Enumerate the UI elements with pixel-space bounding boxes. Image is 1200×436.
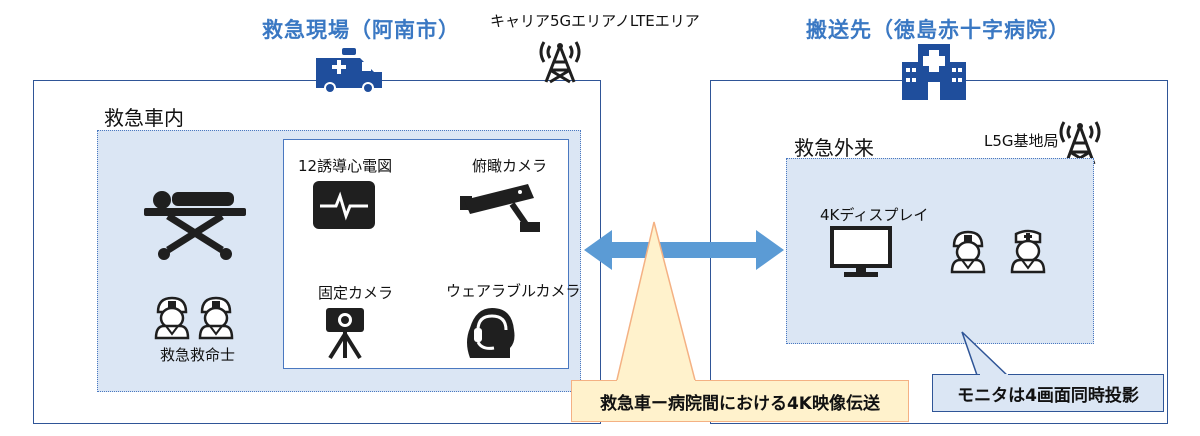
- ecg-monitor-icon: [312, 180, 376, 230]
- birdseye-camera-label: 俯瞰カメラ: [472, 157, 548, 175]
- transmission-callout-pointer: [570, 220, 760, 390]
- nurse-icon: [1008, 228, 1048, 274]
- outpatient-label: 救急外来: [794, 136, 874, 160]
- ambulance-interior-label: 救急車内: [104, 106, 184, 130]
- ecg-label: 12誘導心電図: [298, 157, 393, 175]
- paramedic-icon: [196, 296, 236, 340]
- wearable-camera-label: ウェアラブルカメラ: [446, 282, 581, 300]
- emergency-site-title: 救急現場（阿南市）: [262, 18, 460, 42]
- double-arrow-icon: [582, 228, 786, 272]
- transmission-callout-text: 救急車ー病院間における4K映像伝送: [599, 393, 880, 414]
- transmission-callout: 救急車ー病院間における4K映像伝送: [571, 380, 909, 422]
- hospital-icon: [900, 44, 968, 100]
- 4k-display-label: 4Kディスプレイ: [820, 206, 929, 224]
- fixed-camera-label: 固定カメラ: [318, 284, 394, 302]
- monitor-callout: モニタは4画面同時投影: [932, 374, 1164, 412]
- carrier-area-label: キャリア5GエリアノLTEエリア: [490, 12, 700, 30]
- antenna-tower-icon: [1050, 112, 1110, 166]
- paramedics-label: 救急救命士: [160, 346, 236, 364]
- antenna-tower-icon: [530, 32, 590, 84]
- transmission-callout-seam: [617, 380, 695, 383]
- paramedic-icon: [152, 296, 192, 340]
- headset-person-icon: [460, 302, 520, 360]
- display-monitor-icon: [830, 226, 892, 278]
- tripod-camera-icon: [322, 304, 368, 360]
- stretcher-icon: [140, 188, 250, 262]
- security-camera-icon: [458, 180, 542, 236]
- l5g-base-station-label: L5G基地局: [984, 132, 1059, 150]
- ambulance-icon: [312, 48, 386, 94]
- paramedic-icon: [948, 230, 988, 274]
- hospital-title: 搬送先（徳島赤十字病院）: [806, 18, 1070, 42]
- monitor-callout-text: モニタは4画面同時投影: [957, 385, 1139, 406]
- monitor-callout-seam: [980, 374, 1008, 377]
